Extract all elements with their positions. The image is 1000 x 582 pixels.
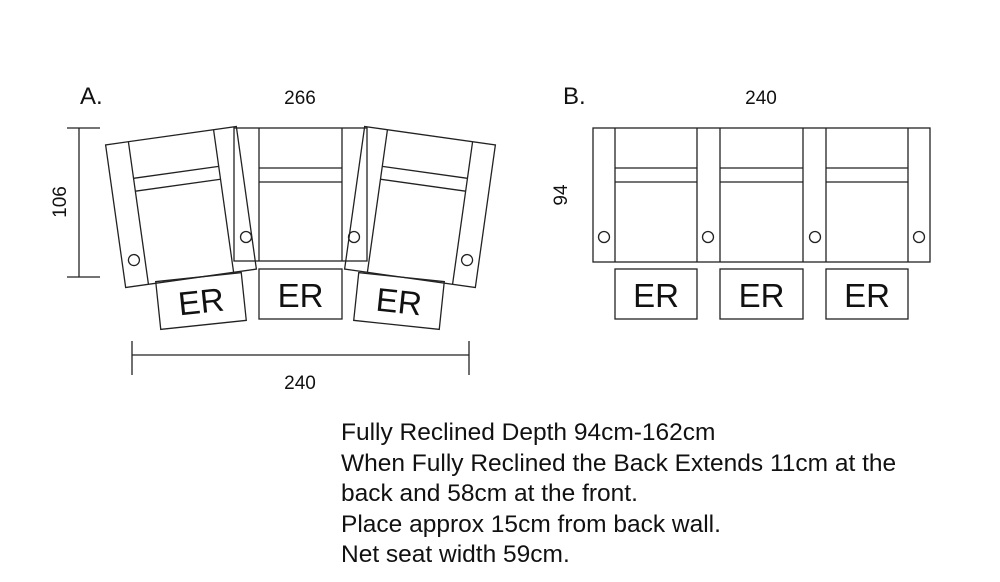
specification-notes: Fully Reclined Depth 94cm-162cm When Ful… <box>341 418 996 571</box>
layout-a-footrest-center: ER <box>258 268 343 320</box>
note-wall-clearance: Place approx 15cm from back wall. <box>341 510 721 538</box>
layout-b: B. 240 94 ER <box>551 83 931 320</box>
layout-a-depth: 106 <box>50 186 71 218</box>
layout-a-footrest-left: ER <box>155 271 247 331</box>
layout-b-footrest-1: ER <box>614 268 698 320</box>
layout-b-footrest-2: ER <box>719 268 804 320</box>
footrest-label: ER <box>278 277 324 314</box>
layout-a-top-width: 266 <box>284 88 316 109</box>
layout-a-label: A. <box>80 83 103 110</box>
layout-a: A. 266 106 <box>50 83 497 394</box>
note-back-extends-cont: back and 58cm at the front. <box>341 480 638 508</box>
layout-a-bottom-width: 240 <box>284 373 316 394</box>
cupholder-icon <box>912 230 926 244</box>
layout-a-bottom-dimension: 240 <box>131 341 470 394</box>
layout-b-footrest-3: ER <box>825 268 909 320</box>
footrest-label: ER <box>739 277 785 314</box>
cupholder-icon <box>460 253 474 267</box>
layout-b-depth: 94 <box>551 184 572 206</box>
note-reclined-depth: Fully Reclined Depth 94cm-162cm <box>341 419 716 446</box>
layout-a-seat-center <box>233 127 368 262</box>
layout-a-depth-dimension: 106 <box>50 127 100 278</box>
footrest-label: ER <box>374 281 423 323</box>
layout-a-seat-left <box>104 125 258 289</box>
footrest-label: ER <box>844 277 890 314</box>
layout-b-top-width: 240 <box>745 88 777 109</box>
cupholder-icon <box>127 253 141 267</box>
cupholder-icon <box>808 230 822 244</box>
note-back-extends: When Fully Reclined the Back Extends 11c… <box>341 449 897 477</box>
cupholder-icon <box>701 230 715 244</box>
footrest-label: ER <box>176 281 225 323</box>
layout-a-footrest-right: ER <box>353 271 445 331</box>
layout-b-sofa-frame <box>592 127 931 263</box>
cupholder-icon <box>239 230 253 244</box>
cupholder-icon <box>347 230 361 244</box>
layout-b-label: B. <box>563 83 586 110</box>
footrest-label: ER <box>633 277 679 314</box>
cupholder-icon <box>597 230 611 244</box>
note-seat-width: Net seat width 59cm. <box>341 541 570 569</box>
